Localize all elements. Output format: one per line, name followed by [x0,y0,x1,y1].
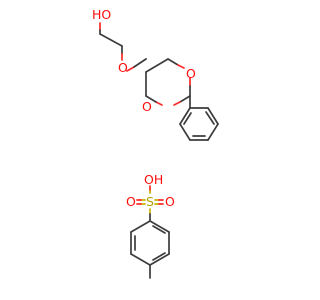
tolyl-bond-1 [130,220,151,233]
chemical-structure-drawing: HO O O O [92,7,219,279]
structure-canvas: HO O O O [92,7,219,279]
hydroxyl-label: HO [92,7,111,22]
ring-oxygen-top-label: O [186,66,196,81]
phenyl-double-1 [183,112,192,125]
sulfonic-hydroxyl-label: OH [144,172,163,187]
sulfonyl-oxygen-right-label: O [165,194,175,209]
bond-c6-o1 [167,58,179,66]
bond-c-c-ethyl [99,33,123,47]
tolyl-double-3 [152,225,166,234]
ether-oxygen-label: O [118,60,128,75]
tolyl-double-2 [152,252,166,261]
bond-o3-c4-red [155,101,163,106]
phenyl-double-3 [205,111,215,125]
tolyl-bond-6 [149,220,170,233]
dioxane-ethanol-molecule: HO O O O [92,7,219,141]
bond-o3-c4 [145,95,157,103]
tolyl-bond-4 [149,253,170,266]
bond-c6-o1-red [177,64,185,69]
phenyl-bond-2 [179,107,191,125]
phenyl-ring [179,107,219,141]
phenyl-bond-6 [207,107,219,125]
sulfur-label: S [146,194,154,209]
bond-ether-o-c5-red [126,66,135,72]
sulfonyl-oxygen-left-label: O [126,194,136,209]
tolyl-ring [130,220,170,266]
bond-c2-o3-red [173,101,181,106]
bond-ether-o-c5 [133,58,147,68]
ring-oxygen-bottom-label: O [142,99,152,114]
bond-c5-up [145,58,169,73]
phenyl-bond-5 [207,123,219,141]
phenyl-bond-3 [179,123,191,141]
tosic-acid-molecule: OH S O O [126,172,175,279]
bond-c2-o3 [179,95,191,103]
tolyl-bond-3 [130,253,151,266]
